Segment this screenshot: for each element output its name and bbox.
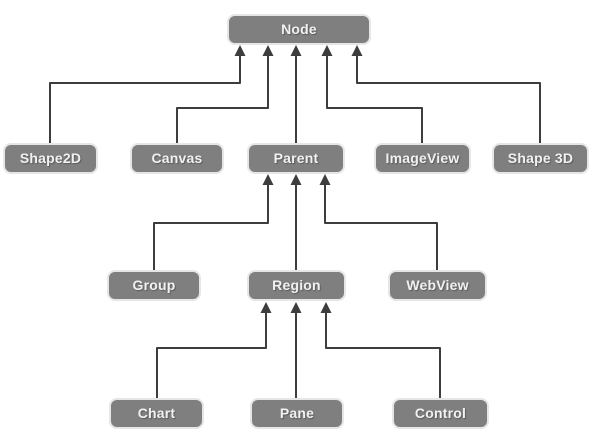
node-label-canvas: Canvas [151, 150, 202, 166]
node-label-imageview: ImageView [386, 150, 460, 166]
node-box-canvas: Canvas [130, 143, 224, 174]
node-box-rect-group [107, 270, 201, 301]
node-box-rect-region [247, 270, 346, 301]
node-box-region: Region [247, 270, 346, 301]
edge-imageview-to-node [321, 45, 423, 144]
node-box-rect-pane [250, 398, 344, 429]
node-box-shape3d: Shape 3D [492, 143, 589, 174]
node-box-rect-canvas [130, 143, 224, 174]
node-box-node: Node [227, 14, 371, 45]
node-box-rect-webview [388, 270, 487, 301]
node-box-rect-node [227, 14, 371, 45]
node-box-rect-imageview [374, 143, 471, 174]
node-box-parent: Parent [247, 143, 345, 174]
node-label-parent: Parent [274, 150, 319, 166]
node-label-control: Control [415, 405, 466, 421]
node-box-imageview: ImageView [374, 143, 471, 174]
node-label-pane: Pane [280, 405, 314, 421]
node-label-shape2d: Shape2D [20, 150, 81, 166]
node-box-pane: Pane [250, 398, 344, 429]
edge-webview-to-parent [319, 174, 438, 271]
node-box-rect-parent [247, 143, 345, 174]
node-label-chart: Chart [138, 405, 176, 421]
node-box-rect-control [392, 398, 489, 429]
edge-shape3d-to-node [351, 45, 541, 144]
node-label-webview: WebView [406, 277, 468, 293]
node-label-region: Region [272, 277, 321, 293]
node-box-rect-chart [109, 398, 204, 429]
edge-canvas-to-node [176, 45, 274, 144]
edge-group-to-parent [153, 174, 274, 271]
node-box-group: Group [107, 270, 201, 301]
node-box-webview: WebView [388, 270, 487, 301]
node-box-rect-shape2d [3, 143, 98, 174]
node-label-group: Group [133, 277, 176, 293]
node-box-shape2d: Shape2D [3, 143, 98, 174]
node-box-chart: Chart [109, 398, 204, 429]
node-label-node: Node [281, 21, 317, 37]
edge-chart-to-region [156, 302, 272, 399]
node-box-rect-shape3d [492, 143, 589, 174]
edge-control-to-region [320, 302, 441, 399]
node-box-control: Control [392, 398, 489, 429]
edge-shape2d-to-node [49, 45, 246, 144]
node-label-shape3d: Shape 3D [508, 150, 573, 166]
